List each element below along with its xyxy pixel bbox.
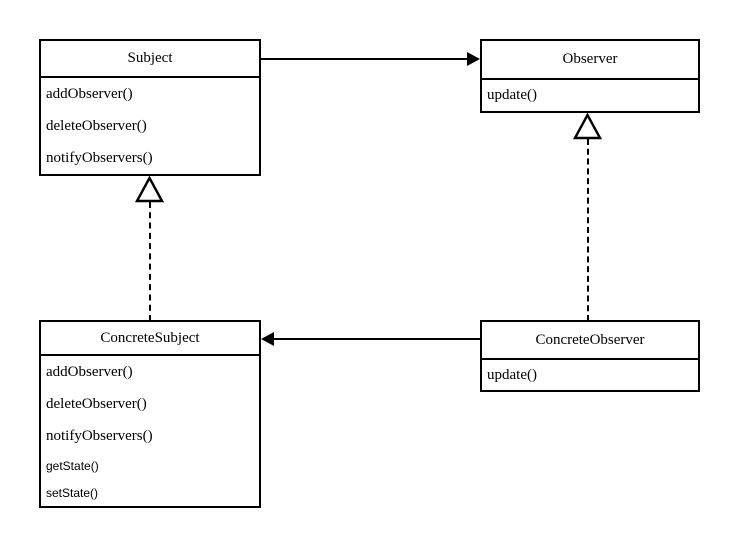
realization-dashed-line <box>149 202 151 321</box>
method-concretesubject-deleteobserver: deleteObserver() <box>46 395 147 412</box>
class-name-subject: Subject <box>41 41 259 78</box>
realization-dashed-line <box>587 139 589 321</box>
method-observer-update: update() <box>487 87 537 103</box>
class-methods-subject: addObserver() deleteObserver() notifyObs… <box>41 78 259 174</box>
class-box-concreteobserver[interactable]: ConcreteObserver update() <box>480 320 700 392</box>
method-concretesubject-getstate: getState() <box>46 458 99 473</box>
class-methods-concretesubject: addObserver() deleteObserver() notifyObs… <box>41 356 259 506</box>
method-subject-deleteobserver: deleteObserver() <box>46 117 147 134</box>
association-line <box>261 58 470 60</box>
method-concreteobserver-update: update() <box>487 366 537 383</box>
method-subject-notifyobservers: notifyObservers() <box>46 149 153 166</box>
class-name-concreteobserver: ConcreteObserver <box>482 322 698 360</box>
method-concretesubject-notifyobservers: notifyObservers() <box>46 427 153 444</box>
method-concretesubject-addobserver: addObserver() <box>46 363 133 380</box>
arrow-head-right-icon <box>467 52 480 66</box>
class-box-observer[interactable]: Observer update() <box>480 39 700 113</box>
association-line <box>274 338 480 340</box>
arrow-head-left-icon <box>261 332 274 346</box>
class-box-subject[interactable]: Subject addObserver() deleteObserver() n… <box>39 39 261 176</box>
class-box-concretesubject[interactable]: ConcreteSubject addObserver() deleteObse… <box>39 320 261 508</box>
class-methods-concreteobserver: update() <box>482 360 698 390</box>
class-name-concretesubject: ConcreteSubject <box>41 322 259 356</box>
method-concretesubject-setstate: setState() <box>46 485 99 500</box>
method-subject-addobserver: addObserver() <box>46 85 133 102</box>
class-methods-observer: update() <box>482 80 698 111</box>
class-name-observer: Observer <box>482 41 698 80</box>
